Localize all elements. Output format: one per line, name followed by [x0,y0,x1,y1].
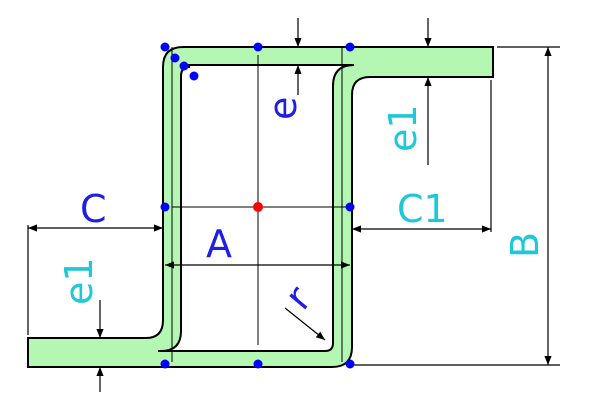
dimension-b [352,46,560,366]
point-bottom-left [160,359,170,369]
point-mid-left [160,202,170,212]
label-c1: C1 [397,187,448,231]
label-r: r [276,277,320,318]
label-a: A [206,222,232,266]
point-top-right [345,42,355,52]
point-top-left-3 [179,61,189,71]
label-e1-right: e1 [381,104,425,152]
label-c: C [80,187,107,231]
dimension-r [284,307,326,341]
dimension-c [27,224,163,335]
point-bottom-right [345,359,355,369]
label-e: e [261,97,305,120]
construction-lines [171,47,348,362]
point-mid-right [345,202,355,212]
center-point [253,202,263,212]
point-top-left-2 [170,53,180,63]
dimension-c1 [352,80,492,233]
z-profile-shape [27,46,494,368]
point-bottom-mid [253,359,263,369]
point-top-left-1 [160,42,170,52]
control-points [160,42,355,369]
label-e1-left: e1 [57,257,101,305]
label-b: B [503,232,547,258]
point-top-left-4 [189,71,199,81]
point-top-mid [253,42,263,52]
